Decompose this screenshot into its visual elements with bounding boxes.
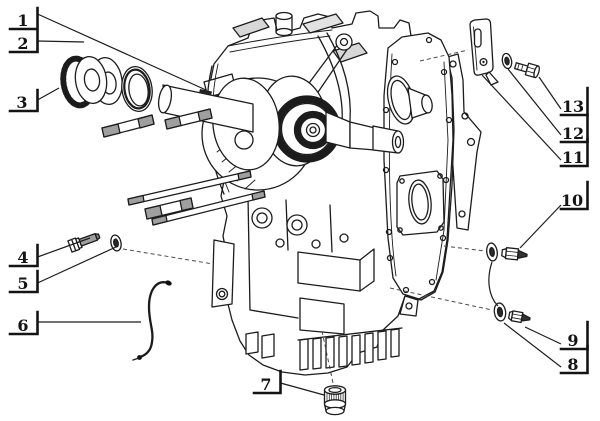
callout-numbers: 1 2 3 4 5 6 7 8 9 10 11 12 13 bbox=[16, 11, 584, 394]
leader-line-12 bbox=[507, 68, 562, 136]
plug-knurling bbox=[326, 391, 344, 405]
callout-bracket-8 bbox=[559, 344, 589, 375]
washer-8 bbox=[493, 302, 507, 322]
timing-pulley bbox=[60, 55, 108, 109]
leader-line-2 bbox=[37, 40, 85, 43]
drain-plug bbox=[323, 385, 347, 416]
callout-bracket-2 bbox=[8, 29, 39, 54]
crankshaft-assembly bbox=[157, 75, 405, 171]
callout-bracket-11 bbox=[559, 137, 589, 168]
output-shaft bbox=[325, 111, 405, 154]
callout-bracket-5 bbox=[8, 269, 39, 294]
washer-12 bbox=[501, 52, 513, 70]
callout-bracket-4 bbox=[8, 243, 39, 268]
callout-bracket-1 bbox=[8, 6, 39, 31]
right-gasket-plate bbox=[382, 32, 454, 300]
callout-label-1: 1 bbox=[17, 11, 28, 30]
callout-label-3: 3 bbox=[16, 93, 27, 112]
leader-line-7 bbox=[280, 382, 325, 396]
leader-line-11 bbox=[481, 74, 562, 161]
pulley-hub-hole bbox=[83, 68, 101, 92]
long-stud-1 bbox=[127, 170, 252, 206]
long-stud-2 bbox=[151, 190, 266, 226]
leader-line-8 bbox=[488, 261, 562, 368]
leader-lines bbox=[37, 13, 562, 396]
leader-line-13 bbox=[538, 76, 562, 110]
callout-bracket-13 bbox=[559, 86, 589, 117]
leader-line-3 bbox=[37, 87, 60, 101]
crankshaft-nose bbox=[157, 84, 254, 133]
callout-label-4: 4 bbox=[17, 248, 28, 267]
oil-switch-10 bbox=[501, 247, 528, 261]
stud-upper-mid bbox=[164, 108, 213, 130]
bolt-9 bbox=[507, 310, 531, 324]
crankcase-studs bbox=[101, 108, 266, 226]
leader-line-5 bbox=[37, 246, 117, 284]
callout-label-10: 10 bbox=[561, 191, 583, 210]
callout-label-11: 11 bbox=[562, 148, 584, 167]
leader-line-10 bbox=[519, 204, 562, 249]
callout-brackets bbox=[8, 6, 589, 395]
oil-pump-plate bbox=[396, 170, 445, 236]
callout-label-12: 12 bbox=[562, 124, 584, 143]
washer-10 bbox=[486, 242, 498, 262]
callout-bracket-6 bbox=[8, 310, 39, 336]
stud-upper-left bbox=[101, 114, 155, 138]
sealing-washer-5 bbox=[110, 234, 122, 252]
callout-label-7: 7 bbox=[260, 375, 271, 394]
callout-bracket-12 bbox=[559, 113, 589, 144]
callout-label-2: 2 bbox=[17, 34, 28, 53]
oil-seal-ring bbox=[121, 65, 153, 113]
leader-line-1 bbox=[37, 13, 207, 91]
callout-bracket-7 bbox=[252, 369, 282, 395]
assembly-axis-lines bbox=[122, 49, 493, 384]
lower-case-detail bbox=[211, 195, 419, 335]
leader-line-4 bbox=[37, 237, 91, 258]
callout-label-5: 5 bbox=[17, 274, 28, 293]
bracket-plate-11 bbox=[469, 18, 499, 86]
stud-lower-left bbox=[144, 197, 194, 220]
callout-label-9: 9 bbox=[567, 331, 578, 350]
leader-line-9 bbox=[524, 326, 562, 345]
callout-bracket-10 bbox=[559, 180, 589, 211]
breather-cap bbox=[275, 11, 293, 37]
cam-chain-guides bbox=[297, 32, 353, 125]
callout-bracket-9 bbox=[559, 320, 589, 351]
callout-label-8: 8 bbox=[567, 355, 578, 374]
keyway-slot bbox=[199, 89, 212, 96]
crankcase-drawing bbox=[101, 10, 482, 376]
callout-label-6: 6 bbox=[17, 316, 28, 335]
plate-bolt-holes bbox=[382, 36, 453, 294]
crank-pin-hole bbox=[234, 130, 254, 150]
hex-bolt-13 bbox=[513, 62, 540, 79]
breather-cable bbox=[132, 280, 172, 361]
exploded-parts bbox=[60, 18, 540, 416]
callout-bracket-3 bbox=[8, 88, 39, 113]
hex-bolt-4 bbox=[67, 232, 101, 253]
callout-label-13: 13 bbox=[562, 97, 584, 116]
sump-fins bbox=[245, 327, 403, 371]
